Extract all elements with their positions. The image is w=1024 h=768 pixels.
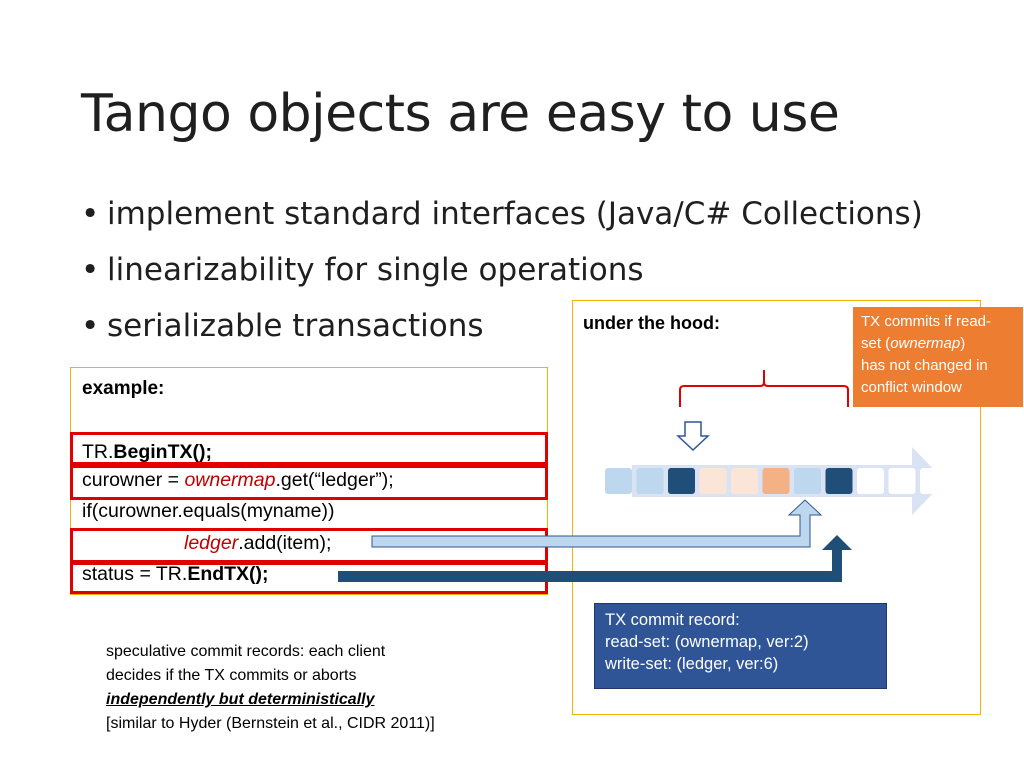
log-cell [762, 468, 790, 494]
log-cell [857, 468, 884, 494]
bullet-dot: • [81, 196, 100, 232]
commit-record-line: write-set: (ledger, ver:6) [605, 655, 779, 673]
spec-line-emphasis: independently but deterministically [106, 691, 375, 708]
conflict-window-brace [679, 370, 849, 407]
bullet-item: •implement standard interfaces (Java/C# … [81, 186, 923, 242]
note-line: has not changed in [861, 357, 988, 374]
commit-record-box: TX commit record: read-set: (ownermap, v… [594, 603, 887, 689]
highlight-box-begin [70, 432, 548, 465]
bullet-text: implement standard interfaces (Java/C# C… [107, 196, 923, 232]
note-line: set (ownermap) [861, 333, 1015, 355]
example-label: example: [82, 378, 165, 399]
spec-line: speculative commit records: each client [106, 643, 386, 660]
code-keyword: EndTX(); [187, 563, 269, 585]
code-line-begin: TR.BeginTX(); [82, 441, 212, 464]
log-cell [825, 468, 853, 494]
log-cells [605, 468, 947, 494]
speculative-note: speculative commit records: each client … [106, 640, 435, 736]
log-cell [605, 468, 632, 494]
example-box: example: TR.BeginTX(); curowner = ownerm… [70, 367, 548, 595]
log-cell [668, 468, 695, 494]
note-line: TX commits if read- [861, 313, 992, 330]
commit-record-line: read-set: (ownermap, ver:2) [605, 633, 809, 651]
highlight-box-get [70, 465, 548, 500]
code-text: .add(item); [238, 532, 332, 554]
log-cell [699, 468, 727, 494]
code-keyword: BeginTX(); [113, 441, 212, 463]
code-highlight: ownermap [184, 469, 276, 491]
note-text: ) [960, 335, 966, 352]
note-text: set ( [861, 335, 891, 352]
log-cell [888, 468, 916, 494]
log-cell [636, 468, 664, 494]
spec-citation: [similar to Hyder (Bernstein et al., CID… [106, 715, 435, 732]
bullet-item: •serializable transactions [81, 298, 923, 354]
code-text: curowner = [82, 469, 185, 491]
bullet-dot: • [81, 308, 100, 344]
code-text: TR. [82, 441, 114, 463]
bullet-text: linearizability for single operations [107, 252, 644, 288]
spec-line: decides if the TX commits or aborts [106, 667, 357, 684]
bullet-item: •linearizability for single operations [81, 242, 923, 298]
code-highlight: ledger [184, 532, 239, 554]
bullet-text: serializable transactions [107, 308, 484, 344]
code-line-add: ledger.add(item); [184, 532, 331, 555]
commit-record-line: TX commit record: [605, 611, 740, 629]
code-line-end: status = TR.EndTX(); [82, 563, 269, 586]
log-cell [920, 468, 947, 494]
commit-condition-note: TX commits if read- set (ownermap) has n… [853, 307, 1023, 407]
bullet-list: •implement standard interfaces (Java/C# … [81, 186, 923, 354]
page-title: Tango objects are easy to use [81, 84, 840, 144]
write-arrow-light [371, 499, 823, 548]
code-line-if: if(curowner.equals(myname)) [82, 500, 335, 522]
note-line: conflict window [861, 379, 962, 396]
note-emphasis: ownermap [890, 335, 961, 352]
code-line-get: curowner = ownermap.get(“ledger”); [82, 469, 394, 492]
down-arrow-icon [676, 421, 710, 452]
commit-arrow-dark [338, 535, 852, 582]
code-text: status = TR. [82, 563, 188, 585]
bullet-dot: • [81, 252, 100, 288]
under-the-hood-label: under the hood: [583, 313, 720, 333]
log-cell [794, 468, 821, 494]
log-cell [731, 468, 758, 494]
code-text: .get(“ledger”); [275, 469, 394, 491]
